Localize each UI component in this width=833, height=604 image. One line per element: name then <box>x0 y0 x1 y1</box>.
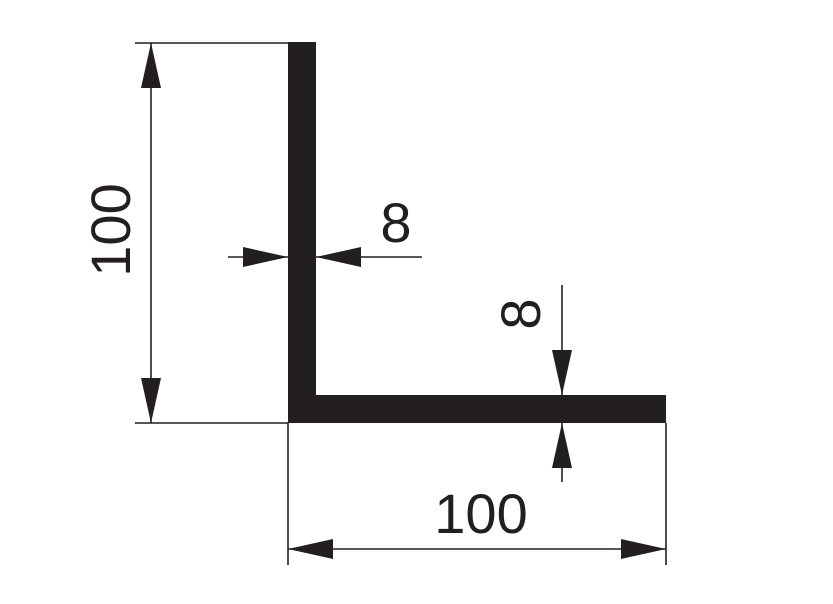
vertical-thickness-label: 8 <box>380 191 411 254</box>
width-label: 100 <box>434 482 527 545</box>
horizontal-thickness-arrow-bottom <box>552 423 572 468</box>
horizontal-thickness-arrow-top <box>552 350 572 395</box>
vertical-thickness-arrow-left <box>243 247 288 267</box>
horizontal-thickness-dimension: 8 <box>489 285 572 482</box>
height-arrow-bottom <box>141 378 161 423</box>
vertical-thickness-arrow-right <box>316 247 361 267</box>
width-arrow-right <box>621 539 666 559</box>
width-arrow-left <box>288 539 333 559</box>
vertical-thickness-dimension: 8 <box>228 191 422 267</box>
height-arrow-top <box>141 43 161 88</box>
width-dimension: 100 <box>287 423 667 565</box>
height-dimension: 100 <box>79 42 288 424</box>
horizontal-thickness-label: 8 <box>489 298 552 329</box>
height-label: 100 <box>79 183 142 276</box>
angle-profile-shape <box>288 42 666 423</box>
